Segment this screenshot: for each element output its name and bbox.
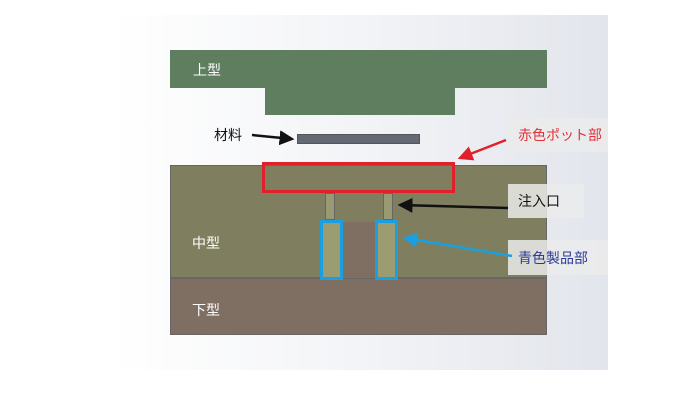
pot-label: 赤色ポット部 bbox=[518, 128, 602, 144]
pot-arrow bbox=[457, 138, 507, 161]
gate-arrow bbox=[397, 197, 509, 213]
gate-right bbox=[383, 193, 393, 220]
lower-mold bbox=[170, 278, 547, 335]
product-arrow bbox=[402, 232, 513, 258]
material-arrow bbox=[251, 130, 295, 146]
product-right bbox=[375, 220, 398, 280]
middle-mold-label: 中型 bbox=[192, 236, 220, 252]
gate-label: 注入口 bbox=[518, 194, 560, 210]
material-label: 材料 bbox=[214, 128, 242, 144]
pot-callout: 赤色ポット部 bbox=[508, 118, 608, 152]
pot-outline bbox=[262, 162, 455, 193]
upper-mold-protrusion bbox=[265, 88, 455, 115]
upper-mold-label: 上型 bbox=[193, 63, 221, 79]
upper-mold bbox=[170, 50, 547, 88]
gate-callout: 注入口 bbox=[508, 184, 584, 218]
cavity-core bbox=[343, 222, 375, 278]
material-bar bbox=[297, 134, 420, 144]
product-left bbox=[320, 220, 343, 280]
lower-mold-label: 下型 bbox=[192, 303, 220, 319]
product-callout: 青色製品部 bbox=[508, 240, 608, 275]
gate-left bbox=[325, 193, 335, 220]
product-label: 青色製品部 bbox=[518, 250, 588, 267]
